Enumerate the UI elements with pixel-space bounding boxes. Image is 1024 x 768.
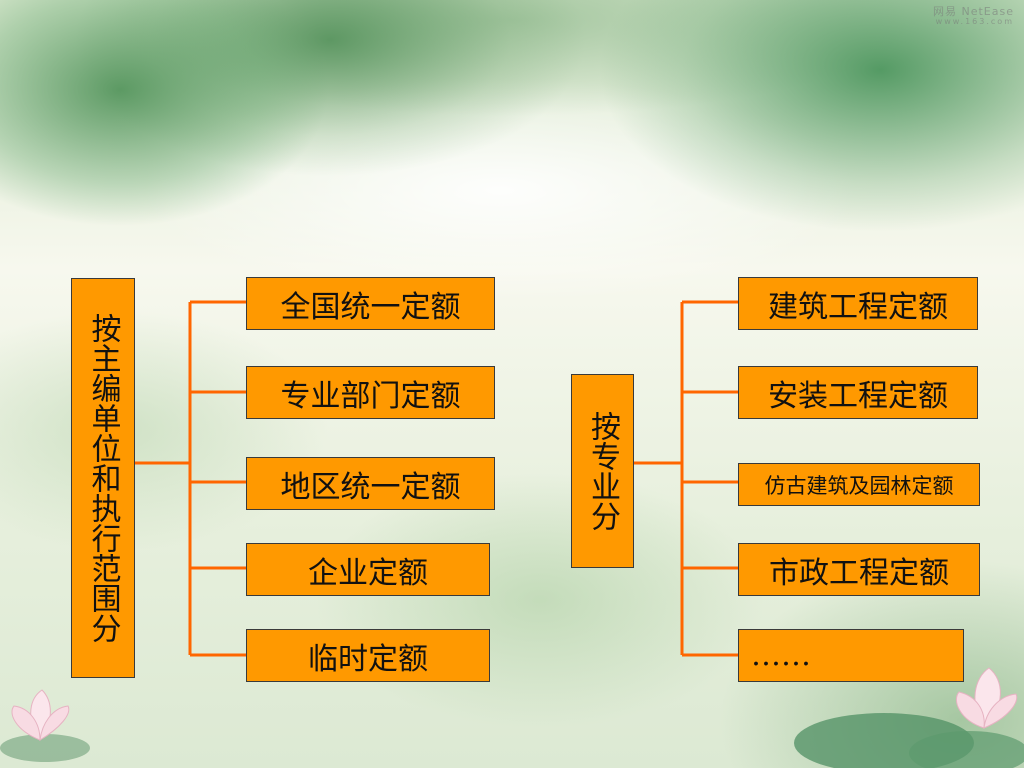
netease-watermark: 网易 NetEase www.163.com [904, 5, 1014, 27]
left-child-label-4: 企业定额 [308, 555, 428, 591]
right-child-node-3: 仿古建筑及园林定额 [738, 463, 980, 506]
left-child-label-3: 地区统一定额 [280, 469, 461, 505]
left-child-node-2: 专业部门定额 [246, 366, 495, 419]
left-child-node-1: 全国统一定额 [246, 277, 495, 330]
right-child-label-5: …… [751, 638, 811, 673]
right-root-node: 按专业分 [571, 374, 634, 568]
right-child-label-2: 安装工程定额 [768, 378, 948, 414]
left-child-node-3: 地区统一定额 [246, 457, 495, 510]
left-child-node-5: 临时定额 [246, 629, 490, 682]
watermark-url: www.163.com [935, 17, 1014, 27]
watermark-logo: 网易 NetEase [933, 5, 1014, 18]
right-child-node-5: …… [738, 629, 964, 682]
left-root-node: 按主编单位和执行范围分 [71, 278, 135, 678]
left-child-label-1: 全国统一定额 [280, 289, 461, 325]
lotus-right-icon [794, 667, 1024, 768]
right-child-label-1: 建筑工程定额 [768, 289, 948, 325]
lotus-left-icon [0, 689, 90, 762]
left-root-label: 按主编单位和执行范围分 [85, 313, 121, 643]
right-child-node-1: 建筑工程定额 [738, 277, 978, 330]
left-child-node-4: 企业定额 [246, 543, 490, 596]
left-child-label-2: 专业部门定额 [280, 378, 461, 414]
right-root-label: 按专业分 [585, 411, 620, 531]
right-child-node-2: 安装工程定额 [738, 366, 978, 419]
right-child-label-3: 仿古建筑及园林定额 [764, 473, 954, 498]
right-child-node-4: 市政工程定额 [738, 543, 980, 596]
right-child-label-4: 市政工程定额 [769, 555, 949, 591]
left-child-label-5: 临时定额 [308, 641, 428, 677]
